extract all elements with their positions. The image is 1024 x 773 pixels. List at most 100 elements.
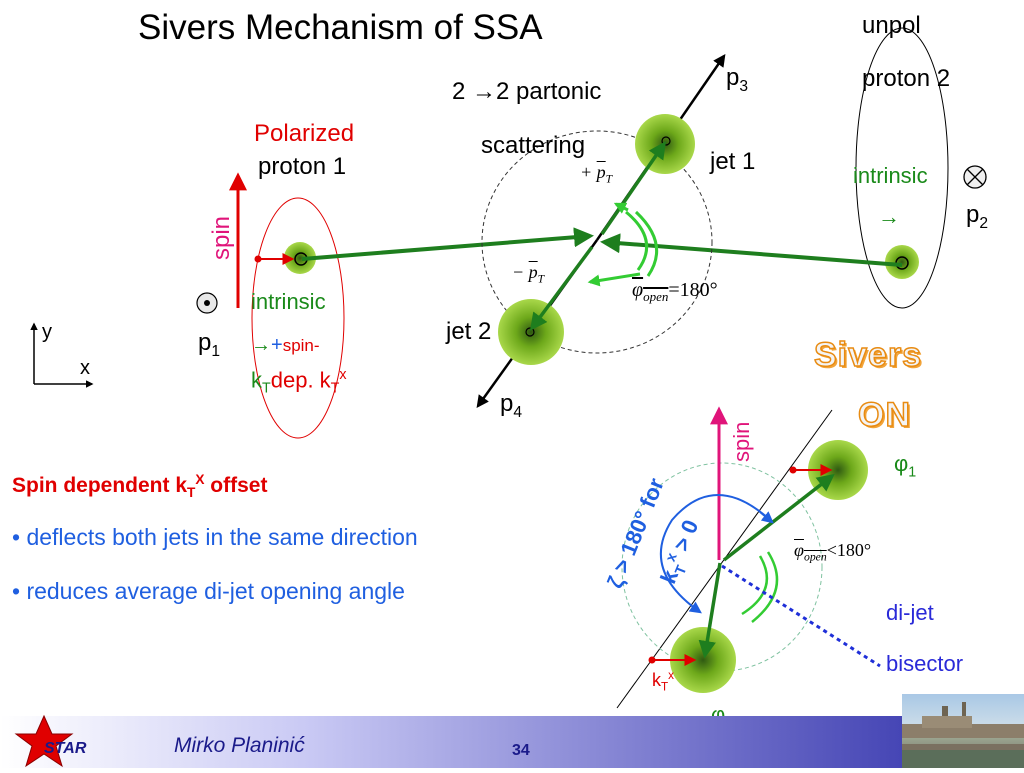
- bullet-header-a: Spin dependent k: [12, 474, 188, 497]
- phi-open-lt: φopen<180°: [794, 541, 871, 563]
- spin-dep-line: →+spin-: [251, 335, 320, 355]
- lower-opening-arc-a: [741, 555, 769, 616]
- lower-kTx-sub: T: [661, 680, 669, 694]
- lower-jet2-arrow: [698, 562, 722, 659]
- bullet-header: Spin dependent kTX offset: [12, 473, 267, 500]
- zeta-arc: [659, 494, 771, 614]
- axis-y-label: y: [42, 321, 52, 343]
- kTx-sup: x: [339, 367, 347, 383]
- jet1-blob: [635, 114, 695, 174]
- intrinsic-label-right: intrinsic: [853, 163, 928, 188]
- prague-photo: [902, 694, 1024, 768]
- p1-sub: 1: [211, 342, 221, 360]
- opening-angle-arrow-a: [613, 202, 629, 214]
- plus-sign: +: [580, 162, 593, 182]
- proton2-ellipse: [855, 27, 949, 309]
- proton1-jet-blob: [284, 242, 316, 274]
- p3-label: p3: [726, 64, 749, 95]
- lower-jet1-arrow: [722, 473, 835, 562]
- spin-dep-arrow: →: [251, 334, 271, 356]
- p1-out-of-page-icon: [196, 292, 218, 314]
- p1-p: p: [198, 329, 212, 356]
- intrinsic-label-left: intrinsic: [251, 289, 326, 314]
- kT-dep-text: dep. k: [270, 367, 331, 393]
- phi1-sub: 1: [908, 464, 917, 481]
- parton2-arrow: [600, 233, 903, 267]
- opening-angle-arc-top: [625, 210, 648, 271]
- opening-angle-arrow-b: [587, 272, 641, 287]
- axis-x-label: x: [80, 357, 90, 379]
- phi-open-lt-phi: φ: [794, 540, 804, 560]
- phi-open-lt-bar: φopen: [794, 540, 827, 563]
- sivers-on-word: ON: [857, 396, 911, 434]
- sivers-word: Sivers: [813, 336, 923, 374]
- phi1-phi: φ: [894, 451, 909, 476]
- kT-offset-dot: [254, 255, 262, 263]
- jet1-label: jet 1: [710, 148, 756, 175]
- jet2-blob: [498, 299, 564, 365]
- bisector-label: bisector: [886, 651, 964, 676]
- pT-minus-arrow: [529, 245, 594, 331]
- partonic-label: 2 →2 partonic: [452, 80, 601, 104]
- polarized-label: Polarized: [254, 120, 355, 147]
- minus-pT-sub: T: [537, 272, 545, 286]
- phi-open-eq: φopen=180°: [632, 280, 718, 303]
- plus-pT-p: p: [596, 162, 606, 182]
- bullet-item-2: • reduces average di-jet opening angle: [12, 578, 405, 604]
- p2-sub: 2: [979, 214, 989, 232]
- slide-title: Sivers Mechanism of SSA: [138, 8, 543, 47]
- sivers-circle: [621, 462, 823, 672]
- bullet-header-sub: T: [187, 485, 196, 501]
- lower-opening-arc-b: [751, 551, 779, 623]
- footer-bar: [0, 716, 1024, 768]
- p1-label: p1: [198, 329, 221, 360]
- phi-open-bar: φopen: [632, 279, 668, 303]
- phi-open-value: =180°: [668, 279, 718, 301]
- partonic-b: 2 partonic: [496, 78, 602, 105]
- lower-kTx-label: kTx: [652, 670, 674, 693]
- p2-p: p: [966, 201, 980, 228]
- bullet-header-b: offset: [204, 474, 268, 497]
- lower-jet2-blob: [670, 627, 736, 693]
- p2-label: p2: [966, 201, 989, 232]
- pT-plus-arrow: [600, 141, 666, 235]
- axes-icon: [30, 322, 94, 388]
- opening-angle-arc-bottom: [634, 210, 658, 277]
- p4-p: p: [500, 390, 514, 417]
- kTx-sub: T: [330, 380, 340, 397]
- star-logo-icon: [14, 714, 74, 768]
- unpol-label: unpol: [862, 12, 921, 39]
- p3-p: p: [726, 64, 740, 91]
- castle-skyline-icon: [902, 702, 1024, 768]
- plus-pT-label: + pT: [580, 163, 612, 185]
- minus-pT-p: p: [528, 262, 538, 282]
- spin-dep-text: spin-: [282, 336, 320, 355]
- lower-kTx-k: k: [652, 670, 661, 690]
- plus-pT-sub: T: [605, 172, 613, 186]
- p3-sub: 3: [739, 77, 749, 95]
- proton1-label: proton 1: [258, 153, 347, 180]
- spin-label: spin: [208, 215, 235, 260]
- jet1-center: [661, 136, 671, 146]
- lower-kT-dot-top: [789, 466, 797, 474]
- phi1-label: φ1: [894, 453, 916, 480]
- phi-open-lt-value: <180°: [826, 540, 872, 560]
- minus-sign: −: [512, 262, 525, 282]
- proton2-jet-blob: [885, 245, 919, 279]
- lower-kT-dot-bottom: [648, 656, 656, 664]
- p4-label: p4: [500, 390, 522, 421]
- footer-author: Mirko Planinić: [174, 734, 305, 757]
- proton1-ellipse: [251, 197, 345, 439]
- spin-dep-plus: +: [271, 334, 283, 356]
- scattering-label: scattering: [481, 132, 586, 159]
- intrinsic-arrow-right: →: [878, 204, 900, 229]
- kT-dep-line: kTdep. kTx: [251, 368, 347, 396]
- zeta-arc-head: [759, 511, 774, 524]
- lower-spin-label: spin: [729, 421, 754, 462]
- lower-kTx-sup: x: [668, 669, 674, 682]
- proton2-label: proton 2: [862, 65, 951, 92]
- kT-k: k: [251, 367, 262, 393]
- p2-into-page-icon: [963, 165, 987, 189]
- bullet-header-sup: X: [195, 472, 205, 487]
